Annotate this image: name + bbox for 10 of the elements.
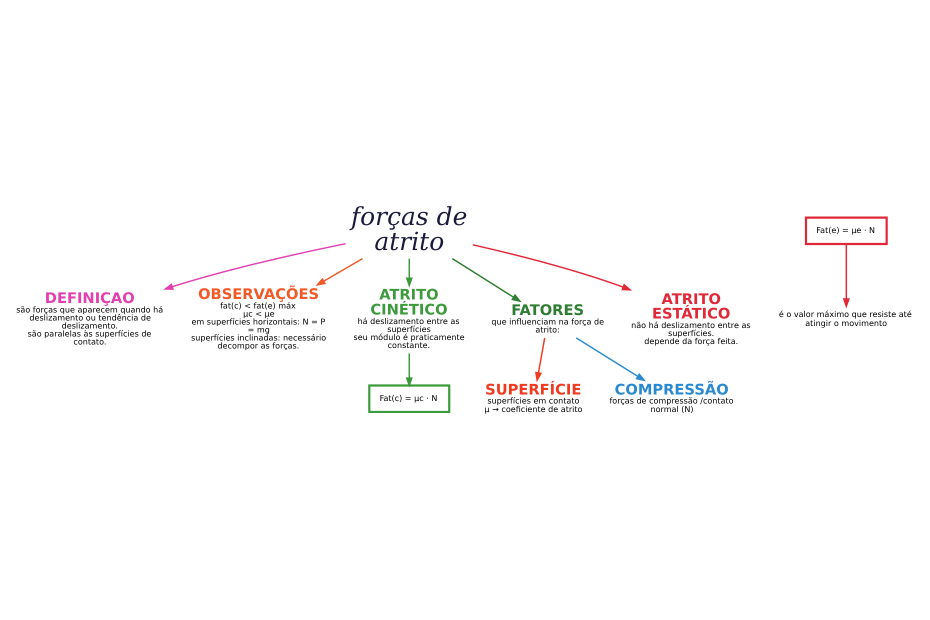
- arrow: [535, 338, 546, 382]
- arrow: [842, 244, 850, 309]
- arrow: [452, 258, 522, 302]
- arrow: [472, 244, 632, 291]
- arrow: [406, 258, 413, 288]
- arrow: [163, 242, 346, 290]
- node-text: forças de atrito: [350, 202, 468, 256]
- arrow: [576, 337, 646, 382]
- arrow: [406, 353, 413, 388]
- arrow: [315, 258, 363, 286]
